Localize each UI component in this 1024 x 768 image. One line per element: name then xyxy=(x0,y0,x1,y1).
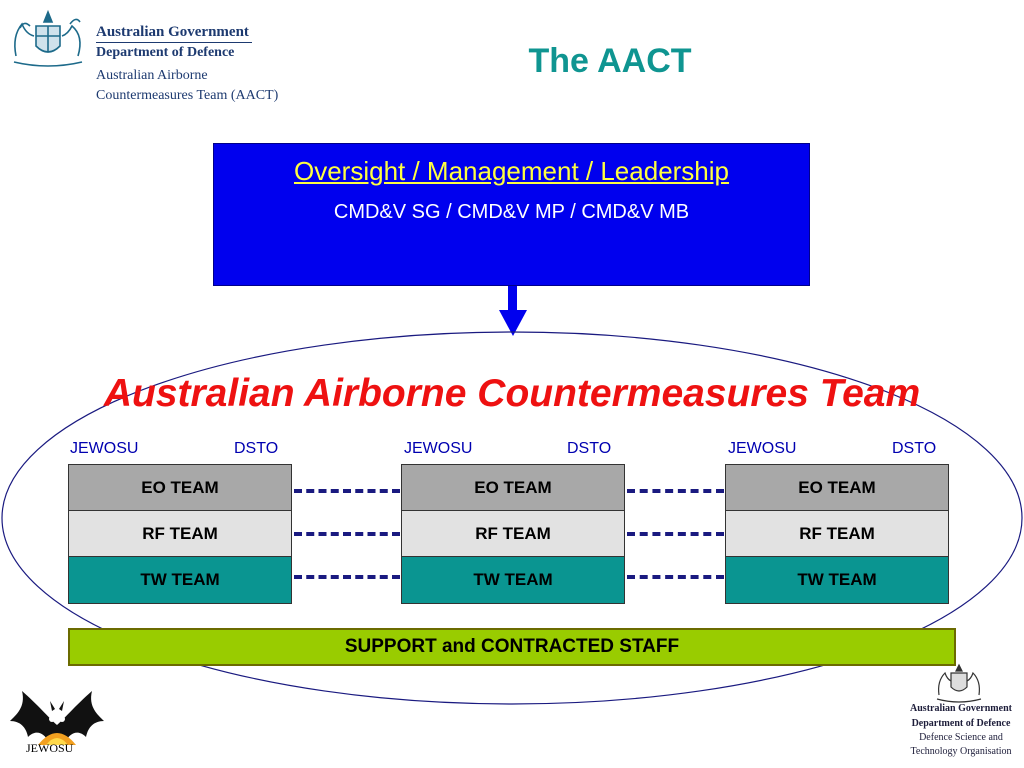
group3-right-label: DSTO xyxy=(892,440,937,457)
eo-connector-1 xyxy=(294,489,400,493)
eo-connector-2 xyxy=(627,489,724,493)
org-name-line1: Australian Airborne xyxy=(96,68,208,83)
group1-right-label: DSTO xyxy=(234,440,279,457)
team-ellipse xyxy=(1,331,1023,705)
group3-left-label: JEWOSU xyxy=(728,440,797,457)
group1-left-label: JEWOSU xyxy=(70,440,139,457)
gov-name-line2: Department of Defence xyxy=(96,45,235,60)
rf-connector-2 xyxy=(627,532,724,536)
eo-team-box: EO TEAM xyxy=(726,465,948,511)
tw-connector-1 xyxy=(294,575,400,579)
dsto-org-line2: Technology Organisation xyxy=(910,746,1012,757)
slide-title: The AACT xyxy=(528,42,692,80)
oversight-box: Oversight / Management / Leadership CMD&… xyxy=(213,143,810,286)
group1-team-stack: EO TEAM RF TEAM TW TEAM xyxy=(68,464,292,604)
rf-connector-1 xyxy=(294,532,400,536)
main-heading: Australian Airborne Countermeasures Team xyxy=(103,372,921,415)
group2-team-stack: EO TEAM RF TEAM TW TEAM xyxy=(401,464,625,604)
rf-team-box: RF TEAM xyxy=(402,511,624,557)
support-bar: SUPPORT and CONTRACTED STAFF xyxy=(68,628,956,666)
tw-team-box: TW TEAM xyxy=(69,557,291,603)
group2-left-label: JEWOSU xyxy=(404,440,473,457)
oversight-subtitle: CMD&V SG / CMD&V MP / CMD&V MB xyxy=(333,201,690,223)
commonwealth-crest-icon xyxy=(13,9,83,67)
jewosu-logo-label: JEWOSU xyxy=(26,741,74,755)
group3-team-stack: EO TEAM RF TEAM TW TEAM xyxy=(725,464,949,604)
eo-team-box: EO TEAM xyxy=(69,465,291,511)
oversight-title: Oversight / Management / Leadership xyxy=(293,156,730,186)
rf-team-box: RF TEAM xyxy=(726,511,948,557)
gov-name-line1: Australian Government xyxy=(96,24,249,40)
down-arrow-shaft xyxy=(508,286,517,312)
tw-connector-2 xyxy=(627,575,724,579)
jewosu-bat-logo-icon xyxy=(10,691,104,745)
dsto-gov-line: Australian Government xyxy=(910,703,1012,714)
dsto-dept-line: Department of Defence xyxy=(911,718,1011,729)
dsto-org-line1: Defence Science and xyxy=(919,732,1003,743)
group2-right-label: DSTO xyxy=(567,440,612,457)
tw-team-box: TW TEAM xyxy=(402,557,624,603)
eo-team-box: EO TEAM xyxy=(402,465,624,511)
header-divider xyxy=(96,42,252,43)
commonwealth-crest-icon xyxy=(936,663,982,703)
rf-team-box: RF TEAM xyxy=(69,511,291,557)
org-name-line2: Countermeasures Team (AACT) xyxy=(96,88,279,103)
tw-team-box: TW TEAM xyxy=(726,557,948,603)
